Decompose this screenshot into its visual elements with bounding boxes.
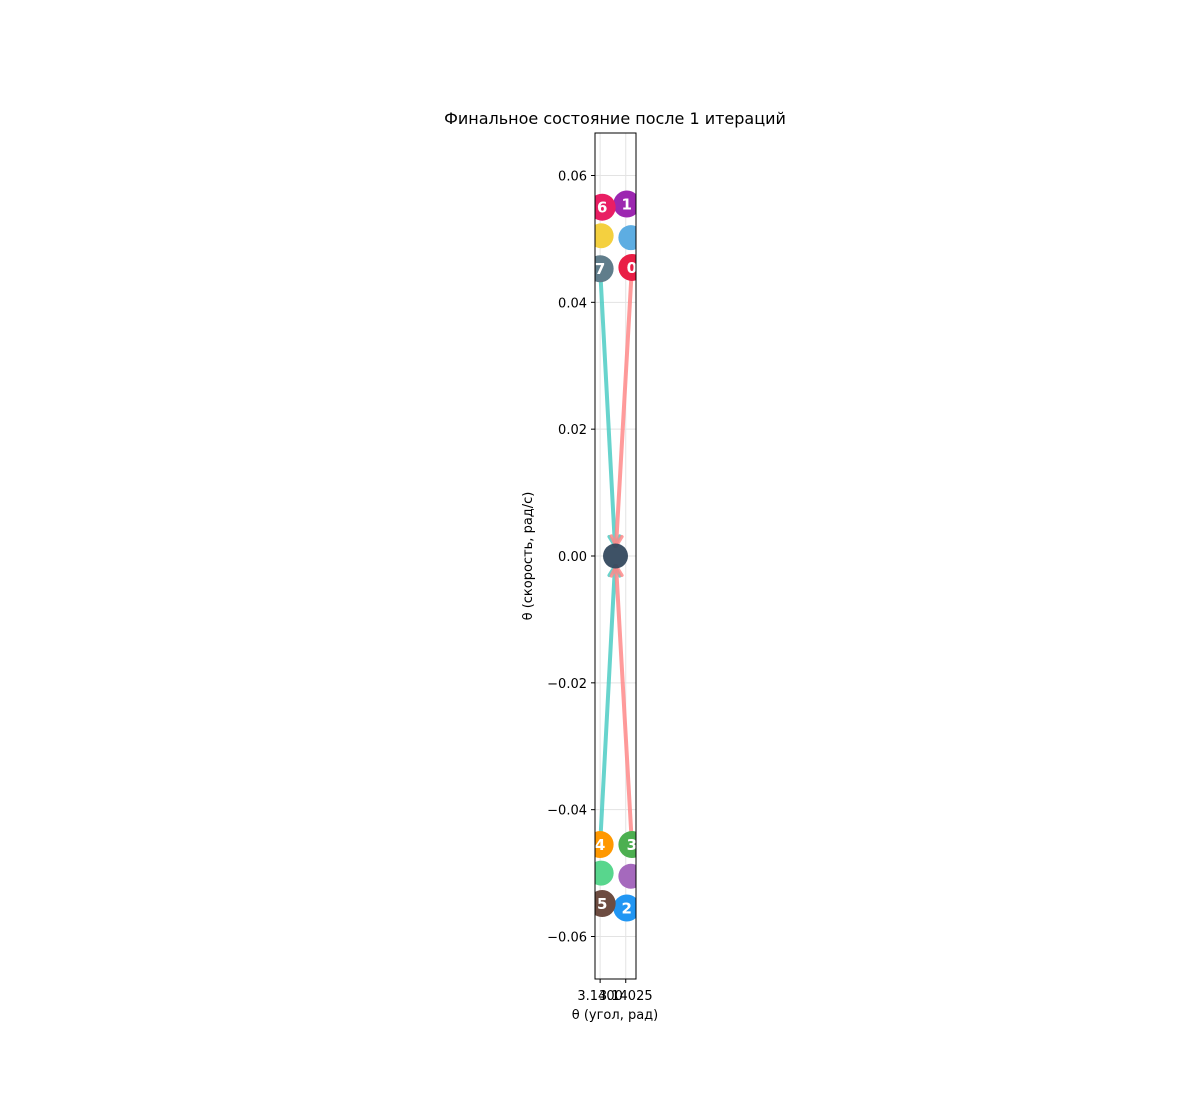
- state-point-label: 1: [622, 196, 632, 214]
- state-point-label: 2: [622, 899, 632, 917]
- state-point-7: [595, 255, 614, 283]
- chart-title: Финальное состояние после 1 итераций: [444, 109, 786, 128]
- state-point-label: 7: [595, 260, 605, 278]
- state-point-label: 6: [597, 199, 607, 217]
- y-tick-label: 0.02: [558, 423, 587, 438]
- y-tick-label: −0.04: [547, 804, 587, 819]
- y-axis-label: θ (скорость, рад/с): [521, 492, 536, 621]
- y-tick-label: 0.00: [558, 550, 587, 565]
- state-point: [595, 223, 614, 249]
- y-tick-label: 0.04: [558, 296, 587, 311]
- state-point-label: 4: [595, 836, 605, 854]
- x-axis-label: θ (угол, рад): [572, 1008, 659, 1023]
- state-point-6: [595, 193, 616, 221]
- state-point-label: 5: [597, 895, 607, 913]
- x-tick-label: 3.1400: [577, 989, 623, 1004]
- ticks: −0.06 −0.04 −0.02 0.00 0.02 0.04 0.06 3.14003.1…: [547, 169, 652, 1004]
- y-tick-label: −0.06: [547, 931, 587, 946]
- state-point-label: 0: [627, 259, 637, 277]
- points: 0 1 2 3 4 5 6 7: [595, 190, 637, 922]
- arrow-line: [614, 563, 634, 847]
- state-point-label: 3: [627, 836, 637, 854]
- state-point: [595, 860, 614, 886]
- state-point-5: [595, 890, 616, 918]
- arrow-line: [598, 266, 617, 549]
- state-point-2: [613, 894, 636, 922]
- state-point: [618, 863, 636, 889]
- state-point-1: [613, 190, 636, 218]
- center-point: [603, 543, 628, 569]
- y-tick-label: 0.06: [558, 169, 587, 184]
- arrow-line: [614, 265, 634, 549]
- state-point-0: [618, 253, 636, 281]
- state-point: [618, 225, 636, 251]
- state-point-3: [618, 831, 636, 859]
- y-tick-label: −0.02: [547, 677, 587, 692]
- arrow-line: [598, 563, 617, 847]
- x-tick-label: 3.14025: [599, 989, 653, 1004]
- state-point-4: [595, 831, 614, 859]
